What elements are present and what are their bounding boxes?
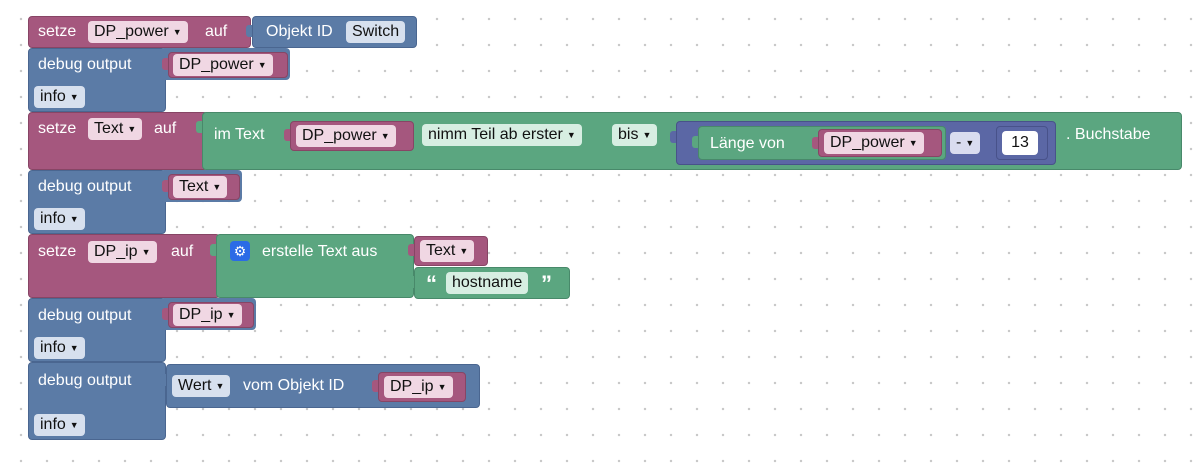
input-connector-icon bbox=[372, 380, 378, 392]
substring-start-mode-dropdown[interactable]: nimm Teil ab erster▼ bbox=[422, 124, 582, 146]
input-connector-icon bbox=[408, 276, 414, 288]
input-connector-icon bbox=[992, 137, 998, 149]
close-quote-icon: ” bbox=[541, 271, 552, 296]
dropdown-arrow-icon: ▼ bbox=[226, 310, 236, 320]
log-level-value: info bbox=[40, 88, 66, 105]
input-connector-icon bbox=[692, 136, 698, 148]
variable-name: DP_power bbox=[179, 56, 254, 73]
input-connector-icon bbox=[162, 180, 168, 192]
math-operator-value: - bbox=[956, 134, 962, 151]
log-level-dropdown[interactable]: info▼ bbox=[34, 208, 85, 230]
dropdown-arrow-icon: ▼ bbox=[437, 382, 447, 392]
variable-name: Text bbox=[179, 178, 209, 195]
dropdown-arrow-icon: ▼ bbox=[69, 92, 79, 102]
variable-name: DP_power bbox=[302, 127, 377, 144]
substring-end-mode-value: bis bbox=[618, 126, 639, 143]
variable-dropdown[interactable]: DP_power▼ bbox=[88, 21, 188, 43]
dropdown-arrow-icon: ▼ bbox=[380, 131, 390, 141]
text-literal-field[interactable]: hostname bbox=[446, 272, 529, 294]
in-text-label: im Text bbox=[214, 126, 265, 143]
object-id-label: Objekt ID bbox=[266, 23, 333, 40]
dropdown-arrow-icon: ▼ bbox=[69, 343, 79, 353]
dropdown-arrow-icon: ▼ bbox=[257, 60, 267, 70]
variable-dropdown[interactable]: Text▼ bbox=[88, 118, 143, 140]
object-property-dropdown[interactable]: Wert▼ bbox=[172, 375, 231, 397]
log-level-dropdown[interactable]: info▼ bbox=[34, 86, 85, 108]
substring-end-mode-dropdown[interactable]: bis▼ bbox=[612, 124, 658, 146]
input-connector-icon bbox=[210, 244, 216, 256]
math-operator-dropdown[interactable]: -▼ bbox=[950, 132, 981, 154]
number-field[interactable]: 13 bbox=[1002, 131, 1038, 155]
log-level-value: info bbox=[40, 210, 66, 227]
variable-name: Text bbox=[426, 242, 456, 259]
debug-output-label: debug output bbox=[38, 372, 132, 389]
input-connector-icon bbox=[670, 131, 676, 143]
input-connector-icon bbox=[162, 58, 168, 70]
to-keyword: auf bbox=[205, 23, 228, 40]
object-property-value: Wert bbox=[178, 377, 212, 394]
dropdown-arrow-icon: ▼ bbox=[459, 246, 469, 256]
object-id-field[interactable]: Switch bbox=[346, 21, 406, 43]
debug-output-label: debug output bbox=[38, 178, 132, 195]
gear-icon[interactable]: ⚙ bbox=[230, 241, 250, 261]
dropdown-arrow-icon: ▼ bbox=[566, 130, 576, 140]
substring-start-mode-value: nimm Teil ab erster bbox=[428, 126, 563, 143]
object-id-value: Switch bbox=[352, 23, 400, 40]
log-level-dropdown[interactable]: info▼ bbox=[34, 414, 85, 436]
text-literal-value: hostname bbox=[452, 274, 523, 291]
input-connector-icon bbox=[408, 244, 414, 256]
variable-name: DP_ip bbox=[94, 243, 138, 260]
variable-name: DP_ip bbox=[179, 306, 223, 323]
input-connector-icon bbox=[196, 121, 202, 133]
variable-name: DP_power bbox=[94, 23, 169, 40]
variable-dropdown[interactable]: DP_ip▼ bbox=[173, 304, 242, 326]
dropdown-arrow-icon: ▼ bbox=[141, 247, 151, 257]
variable-dropdown[interactable]: Text▼ bbox=[420, 240, 475, 262]
variable-dropdown[interactable]: DP_ip▼ bbox=[384, 376, 453, 398]
variable-dropdown[interactable]: Text▼ bbox=[173, 176, 228, 198]
input-connector-icon bbox=[160, 374, 166, 386]
dropdown-arrow-icon: ▼ bbox=[212, 182, 222, 192]
dropdown-arrow-icon: ▼ bbox=[215, 381, 225, 391]
variable-name: DP_power bbox=[830, 134, 905, 151]
variable-name: DP_ip bbox=[390, 378, 434, 395]
debug-output-label: debug output bbox=[38, 307, 132, 324]
input-connector-icon bbox=[246, 25, 252, 37]
variable-dropdown[interactable]: DP_power▼ bbox=[296, 125, 396, 147]
from-object-id-label: vom Objekt ID bbox=[243, 377, 345, 394]
set-keyword: setze bbox=[38, 120, 77, 137]
log-level-value: info bbox=[40, 339, 66, 356]
dropdown-arrow-icon: ▼ bbox=[69, 420, 79, 430]
variable-dropdown[interactable]: DP_ip▼ bbox=[88, 241, 157, 263]
dropdown-arrow-icon: ▼ bbox=[965, 138, 975, 148]
to-keyword: auf bbox=[171, 243, 194, 260]
dropdown-arrow-icon: ▼ bbox=[642, 130, 652, 140]
debug-output-label: debug output bbox=[38, 56, 132, 73]
letter-suffix-label: . Buchstabe bbox=[1066, 126, 1151, 143]
dropdown-arrow-icon: ▼ bbox=[127, 124, 137, 134]
set-keyword: setze bbox=[38, 23, 77, 40]
dropdown-arrow-icon: ▼ bbox=[69, 214, 79, 224]
dropdown-arrow-icon: ▼ bbox=[908, 138, 918, 148]
input-connector-icon bbox=[284, 129, 290, 141]
variable-dropdown[interactable]: DP_power▼ bbox=[824, 132, 924, 154]
set-keyword: setze bbox=[38, 243, 77, 260]
input-connector-icon bbox=[812, 137, 818, 149]
input-connector-icon bbox=[162, 308, 168, 320]
dropdown-arrow-icon: ▼ bbox=[172, 27, 182, 37]
length-of-label: Länge von bbox=[710, 135, 785, 152]
create-text-label: erstelle Text aus bbox=[262, 243, 378, 260]
log-level-dropdown[interactable]: info▼ bbox=[34, 337, 85, 359]
debug-output-block[interactable] bbox=[28, 362, 166, 440]
log-level-value: info bbox=[40, 416, 66, 433]
to-keyword: auf bbox=[154, 120, 177, 137]
variable-dropdown[interactable]: DP_power▼ bbox=[173, 54, 273, 76]
open-quote-icon: “ bbox=[426, 271, 437, 296]
variable-name: Text bbox=[94, 120, 124, 137]
